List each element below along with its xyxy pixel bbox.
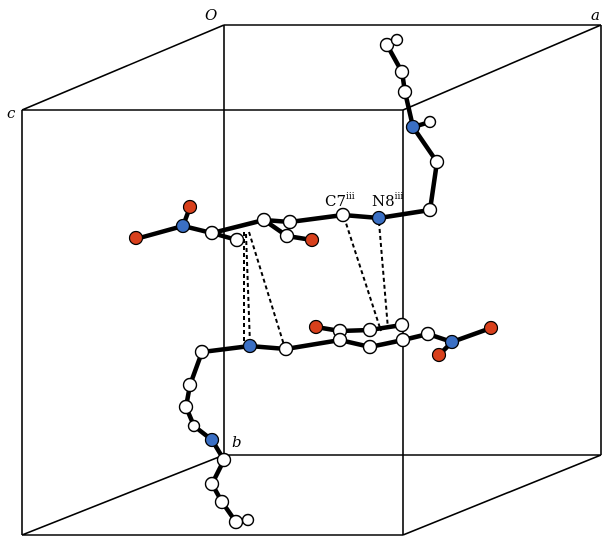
carbon-atom: [394, 64, 410, 80]
nitrogen-atom: [405, 119, 421, 135]
carbon-atom: [216, 452, 232, 468]
carbon-atom: [187, 419, 201, 433]
oxygen-atom: [308, 319, 324, 335]
carbon-atom: [422, 202, 438, 218]
contact-line: [248, 231, 285, 346]
unit-cell: [21, 24, 602, 536]
carbon-atom: [204, 225, 220, 241]
carbon-atom: [228, 514, 244, 530]
oxygen-atom: [304, 232, 320, 248]
contact-line: [378, 221, 389, 330]
carbon-atom: [229, 232, 245, 248]
atom-label-c7-sup: iii: [346, 192, 355, 202]
intermolecular-contacts: [243, 216, 389, 346]
carbon-atom: [362, 322, 378, 338]
nitrogen-atom: [444, 334, 460, 350]
oxygen-atom: [431, 347, 447, 363]
axis-label-c: c: [7, 104, 16, 122]
carbon-atoms: [178, 33, 445, 530]
oxygen-atom: [128, 230, 144, 246]
axis-label-b: b: [232, 433, 242, 451]
contact-line: [343, 216, 382, 332]
carbon-atom: [394, 317, 410, 333]
atom-label-c7-main: C7: [325, 192, 346, 210]
carbon-atom: [362, 339, 378, 355]
nitrogen-atom: [371, 210, 387, 226]
nitrogen-atom: [242, 338, 258, 354]
oxygen-atom: [483, 320, 499, 336]
atom-label-c7: C7iii: [325, 192, 355, 210]
carbon-atom: [278, 341, 294, 357]
atom-label-n8-main: N8: [372, 192, 395, 210]
oxygen-atoms: [128, 199, 499, 363]
carbon-atom: [335, 207, 351, 223]
carbon-atom: [420, 326, 436, 342]
carbon-atom: [214, 494, 230, 510]
carbon-atom: [256, 212, 272, 228]
carbon-atom: [194, 344, 210, 360]
carbon-atom: [429, 154, 445, 170]
nitrogen-atom: [175, 218, 191, 234]
nitrogen-atoms: [175, 119, 460, 448]
nitrogen-atom: [204, 432, 220, 448]
bonds: [140, 42, 494, 525]
cell-edge: [402, 24, 602, 111]
atom-label-n8-sup: iii: [395, 192, 404, 202]
cell-edge: [402, 454, 602, 536]
cell-edge: [21, 24, 225, 111]
contact-line: [245, 233, 251, 345]
carbon-atom: [279, 228, 295, 244]
carbon-atom: [241, 513, 255, 527]
oxygen-atom: [182, 199, 198, 215]
carbon-atom: [395, 332, 411, 348]
carbon-atom: [282, 214, 298, 230]
cell-edge: [21, 454, 225, 536]
axis-label-origin: O: [205, 6, 217, 24]
carbon-atom: [397, 84, 413, 100]
atom-label-n8: N8iii: [372, 192, 403, 210]
carbon-atom: [423, 115, 437, 129]
axis-label-a: a: [591, 6, 600, 24]
carbon-atom: [182, 377, 198, 393]
carbon-atom: [178, 399, 194, 415]
carbon-atom: [390, 33, 404, 47]
carbon-atom: [332, 332, 348, 348]
carbon-atom: [204, 476, 220, 492]
